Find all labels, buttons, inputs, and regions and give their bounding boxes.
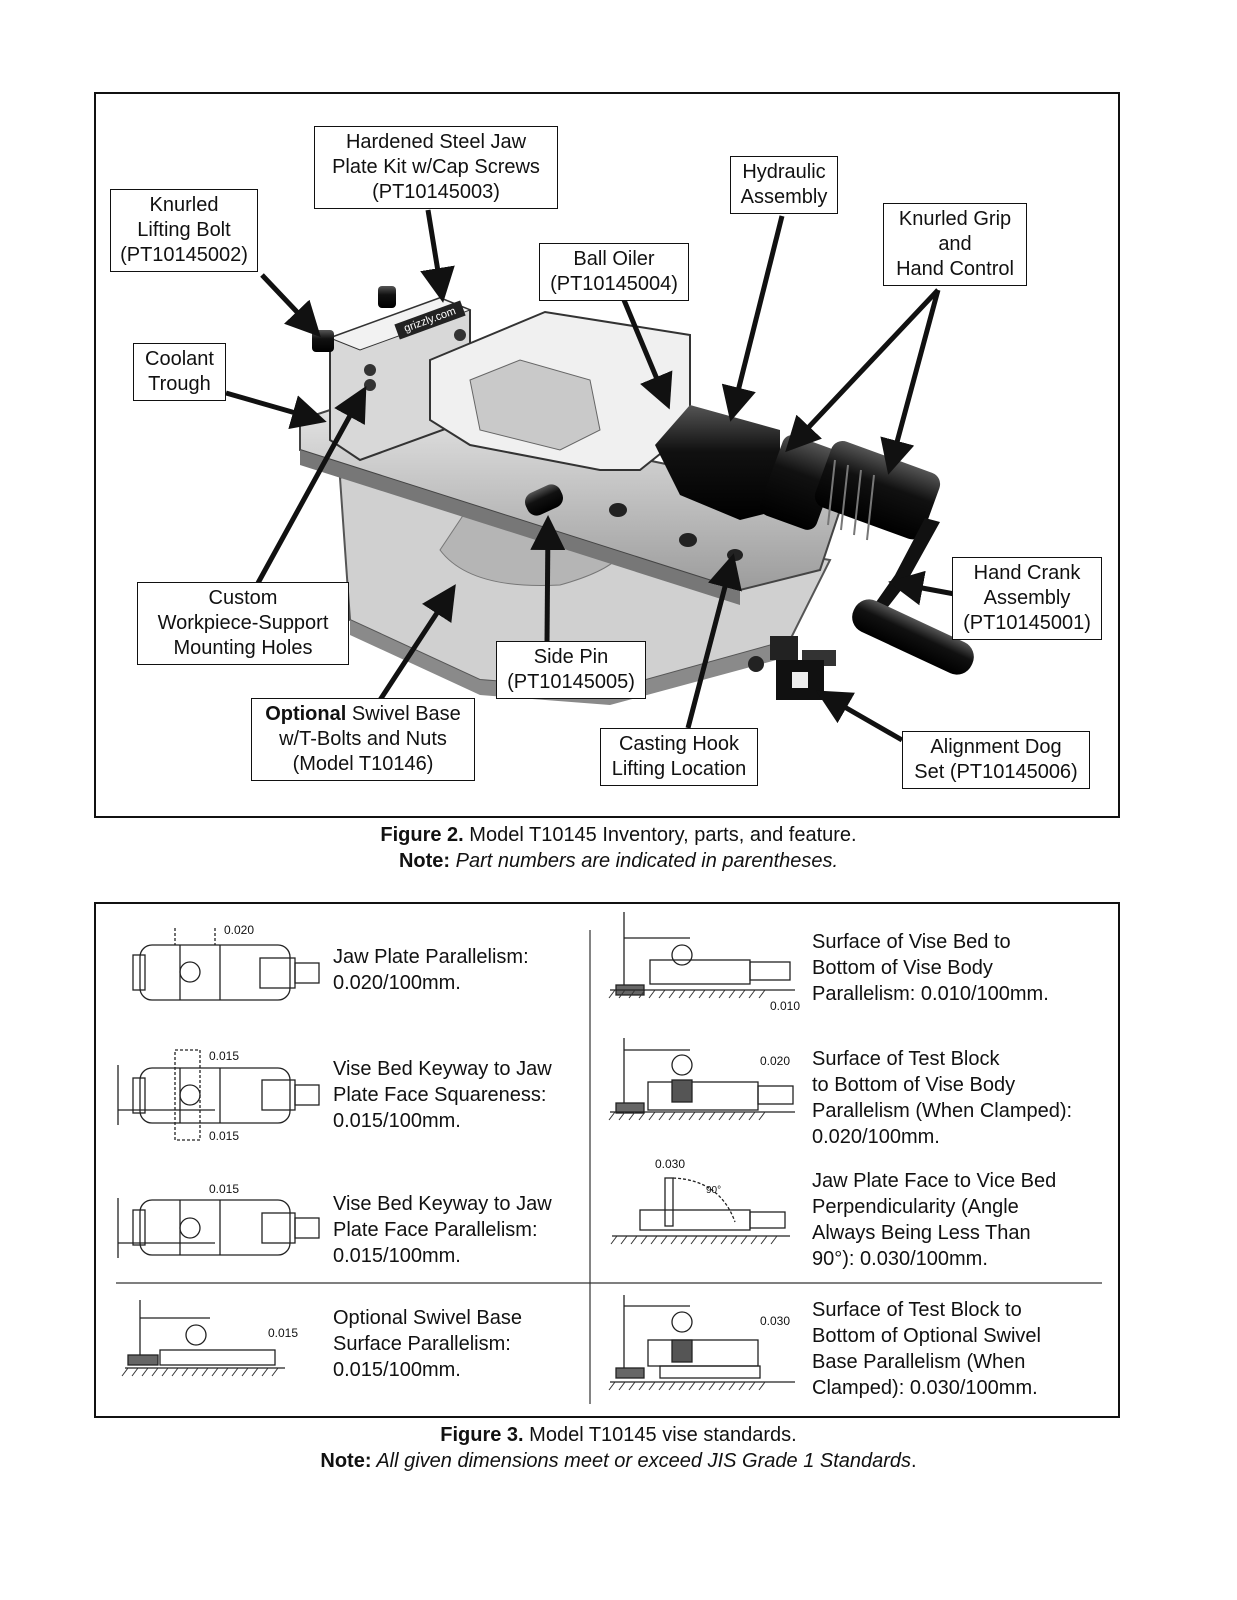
- standard-keyway-parallelism: Vise Bed Keyway to Jaw Plate Face Parall…: [333, 1193, 552, 1267]
- dim-label: 0.030: [655, 1157, 685, 1171]
- dimension-labels: 0.020 0.015 0.015 0.015 0.015 0.010 0.02…: [209, 923, 800, 1340]
- standard-keyway-squareness: Vise Bed Keyway to Jaw Plate Face Square…: [333, 1058, 552, 1132]
- callout-hydraulic-assembly: Hydraulic Assembly: [730, 156, 838, 214]
- diagram-test-block-parallelism: [610, 1038, 795, 1114]
- standard-test-block-parallelism: Surface of Test Block to Bottom of Vise …: [812, 1048, 1073, 1148]
- side-pin: [524, 484, 564, 516]
- diagram-test-block-swivel: [610, 1295, 795, 1383]
- dim-label: 0.030: [760, 1314, 790, 1328]
- dim-label: 0.010: [770, 999, 800, 1013]
- standard-perpendicularity: Jaw Plate Face to Vice Bed Perpendicular…: [812, 1170, 1057, 1270]
- figure-2-note: Note: Part numbers are indicated in pare…: [398, 850, 839, 872]
- callout-hand-crank: Hand Crank Assembly (PT10145001): [952, 557, 1102, 640]
- diagram-vise-bed-parallelism: [610, 912, 795, 996]
- dim-label: 0.015: [209, 1129, 239, 1143]
- standard-swivel-base-parallelism: Optional Swivel Base Surface Parallelism…: [333, 1307, 522, 1381]
- leader-arrows: [225, 209, 961, 743]
- figure-3-frame: [94, 902, 1120, 1418]
- figure-2-frame: [94, 92, 1120, 818]
- figure-2-caption: Figure 2. Model T10145 Inventory, parts,…: [380, 824, 857, 846]
- standard-test-block-swivel: Surface of Test Block to Bottom of Optio…: [812, 1299, 1041, 1399]
- callout-ball-oiler: Ball Oiler (PT10145004): [539, 243, 689, 301]
- callout-jaw-plate-kit: Hardened Steel Jaw Plate Kit w/Cap Screw…: [314, 126, 558, 209]
- vise-body: [299, 398, 842, 605]
- callout-knurled-lifting-bolt: Knurled Lifting Bolt (PT10145002): [110, 189, 258, 272]
- dim-label: 0.015: [209, 1182, 239, 1196]
- dim-label: 0.015: [268, 1326, 298, 1340]
- diagram-keyway-squareness: [117, 1049, 320, 1141]
- callout-workpiece-support: Custom Workpiece-Support Mounting Holes: [137, 582, 349, 665]
- movable-jaw: [429, 310, 691, 471]
- diagram-swivel-base-parallelism: [125, 1300, 285, 1369]
- diagram-jaw-plate-parallelism: [132, 928, 320, 1001]
- callout-casting-hook: Casting Hook Lifting Location: [600, 728, 758, 786]
- callout-side-pin: Side Pin (PT10145005): [496, 641, 646, 699]
- diagram-perpendicularity: [612, 1177, 790, 1237]
- dim-label: 0.020: [760, 1054, 790, 1068]
- dim-label: 0.020: [224, 923, 254, 937]
- standard-vise-bed-parallelism: Surface of Vise Bed to Bottom of Vise Bo…: [812, 931, 1049, 1005]
- diagram-keyway-parallelism: [117, 1198, 320, 1258]
- figure-3-note: Note: All given dimensions meet or excee…: [320, 1450, 917, 1472]
- ground-hatching: [121, 989, 778, 1391]
- callout-alignment-dog: Alignment Dog Set (PT10145006): [902, 731, 1090, 789]
- dim-label: 0.015: [209, 1049, 239, 1063]
- callout-swivel-base: Optional Swivel Base w/T-Bolts and Nuts …: [251, 698, 475, 781]
- callout-knurled-grip: Knurled Grip and Hand Control: [883, 203, 1027, 286]
- standard-jaw-plate-parallelism: Jaw Plate Parallelism: 0.020/100mm.: [333, 946, 529, 994]
- figure-3-caption: Figure 3. Model T10145 vise standards.: [440, 1424, 797, 1446]
- callout-coolant-trough: Coolant Trough: [133, 343, 226, 401]
- dim-label: 90°: [706, 1185, 721, 1196]
